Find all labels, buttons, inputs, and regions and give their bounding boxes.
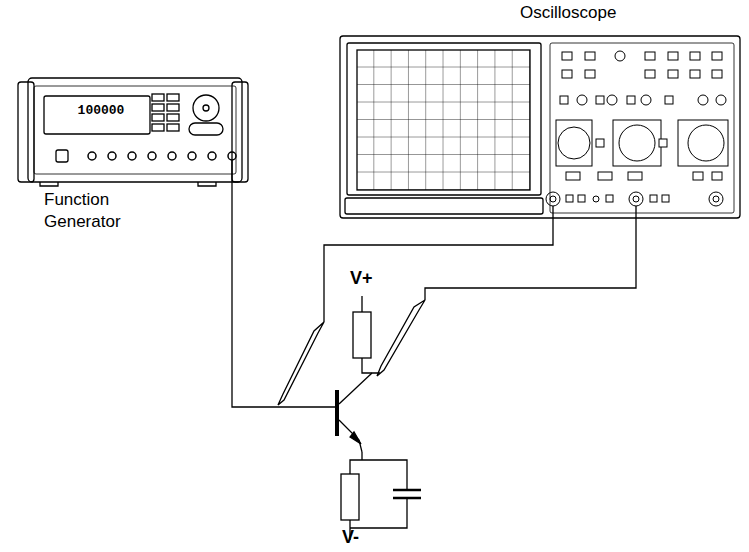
display-reading: 100000 <box>66 104 136 117</box>
supply-label: V+ <box>350 267 390 290</box>
wires <box>232 160 636 540</box>
oscilloscope <box>340 36 740 218</box>
instrument-label: Oscilloscope <box>520 2 680 24</box>
supply-label: V- <box>342 526 382 549</box>
function-generator <box>18 78 248 186</box>
instrument-label: Function Generator <box>44 189 162 233</box>
